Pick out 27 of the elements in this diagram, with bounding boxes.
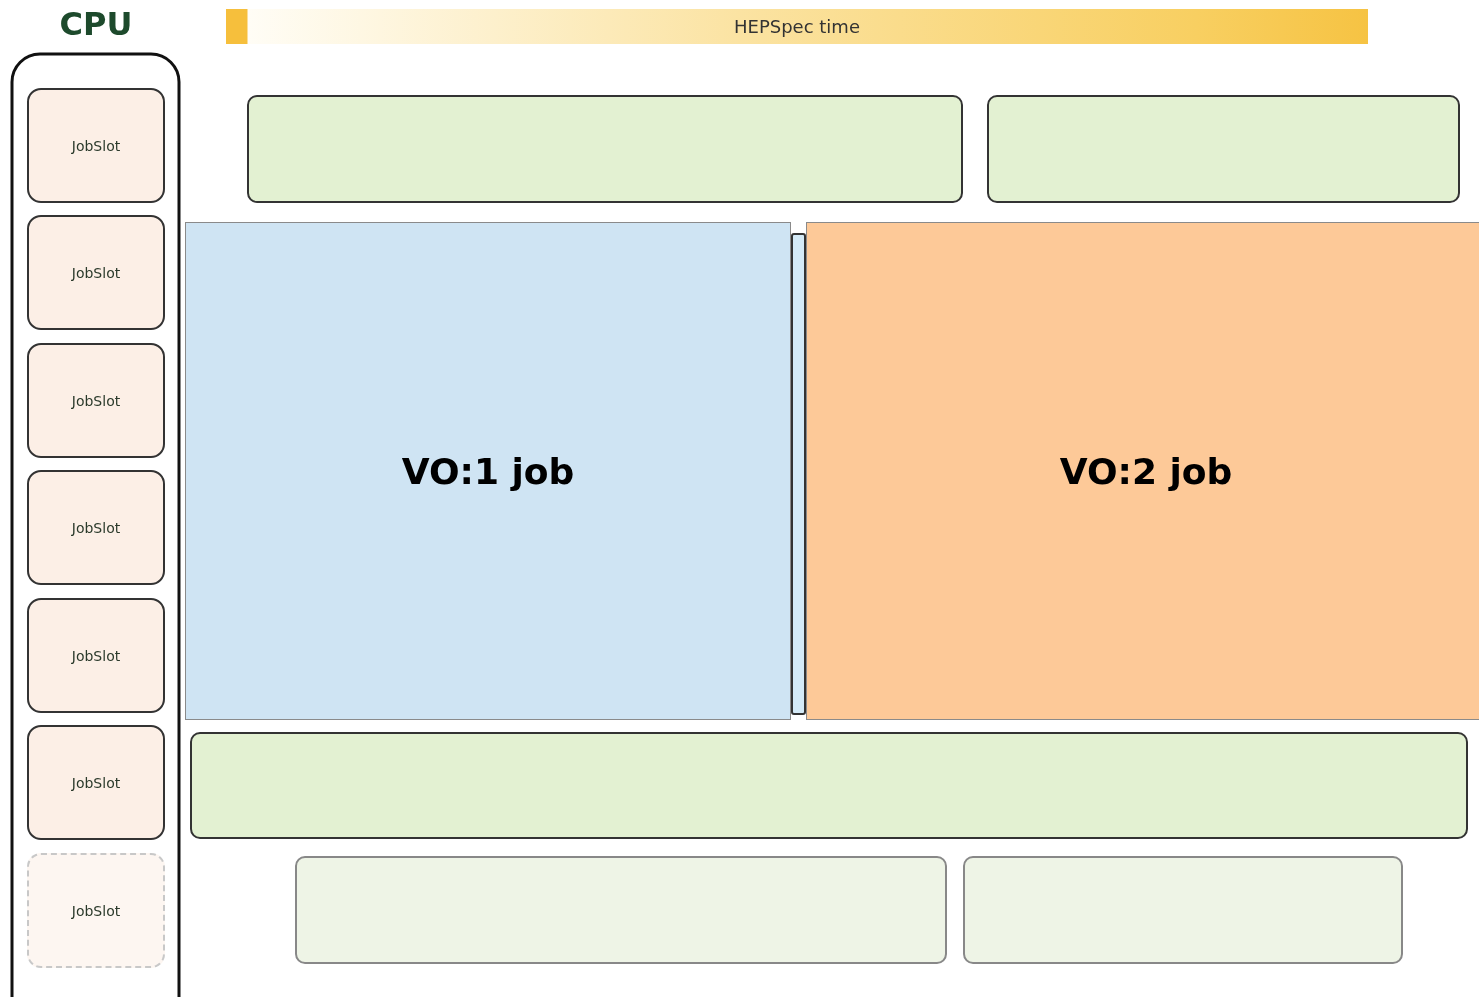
slot-band [295, 856, 947, 964]
job-block [185, 222, 791, 720]
job-slot-box [27, 853, 165, 968]
slot-label: JobSlot [71, 264, 121, 281]
slot-label: JobSlot [71, 647, 121, 664]
job-slot-box [27, 88, 165, 203]
job-slot-box [27, 470, 165, 585]
job-slot-box [27, 725, 165, 840]
job-strip [791, 233, 806, 715]
slot-band [247, 95, 963, 203]
slot-label: JobSlot [71, 392, 121, 409]
job-label: VO:2 job [1059, 450, 1233, 492]
panel-title: CPU [58, 4, 134, 44]
slot-label: JobSlot [71, 137, 121, 154]
job-block [806, 222, 1479, 720]
slot-band [190, 732, 1468, 839]
slot-band [987, 95, 1460, 203]
slot-label: JobSlot [71, 774, 121, 791]
job-slot-box [27, 598, 165, 713]
bar-label: HEPSpec time [734, 16, 860, 37]
job-label: VO:1 job [401, 450, 575, 492]
time-bar [226, 9, 1368, 44]
job-slot-box [27, 343, 165, 458]
slot-label: JobSlot [71, 902, 121, 919]
job-slot-box [27, 215, 165, 330]
slot-label: JobSlot [71, 519, 121, 536]
slot-band [963, 856, 1403, 964]
